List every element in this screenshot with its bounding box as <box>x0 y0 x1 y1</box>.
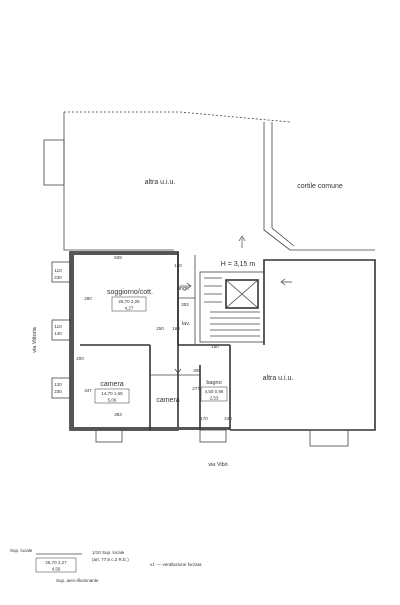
svg-text:140: 140 <box>54 331 62 336</box>
label-height: H = 3,15 m <box>221 261 256 268</box>
label-camera1: camera <box>100 381 123 388</box>
left-annex <box>43 139 65 186</box>
label-ingr: ingr. <box>179 286 190 292</box>
elevator-x2 <box>225 279 259 309</box>
soggiorno-val: 4,27 <box>125 306 134 311</box>
bagno-sup: 4,50 0,96 <box>205 389 224 394</box>
camera1-sup: 14,70 1,65 <box>101 391 123 396</box>
arrows <box>174 235 292 374</box>
label-altra-right: altra u.i.u. <box>263 375 294 382</box>
svg-text:353: 353 <box>181 302 189 307</box>
box-soggiorno <box>111 296 147 312</box>
stair-block <box>199 271 265 343</box>
label-soggiorno: soggiorno/cott. <box>107 289 153 296</box>
right-bump <box>309 429 349 447</box>
stair-steps <box>204 277 260 337</box>
svg-text:160: 160 <box>172 326 180 331</box>
soggiorno-sup: 26,70 2,26 <box>118 299 140 304</box>
legend-vf: v.f. — ventilazione forzata <box>150 562 202 567</box>
box-bagno <box>200 386 228 402</box>
svg-text:280: 280 <box>84 296 92 301</box>
svg-text:230: 230 <box>54 275 62 280</box>
svg-text:383: 383 <box>114 412 122 417</box>
legend-sup-locale: Sup. locale <box>10 548 33 553</box>
label-bagno: bagno <box>206 380 221 386</box>
legend-sup-val: 26,70 2,27 <box>45 560 67 565</box>
svg-text:120: 120 <box>54 382 62 387</box>
svg-text:508: 508 <box>114 255 122 260</box>
label-via-vibo: via Vibò <box>208 462 227 468</box>
camera1-val: 5,06 <box>108 398 117 403</box>
svg-text:200: 200 <box>76 356 84 361</box>
svg-text:110: 110 <box>54 324 62 329</box>
label-altra-top: altra u.i.u. <box>145 179 176 186</box>
label-cortile: cortile comune <box>297 183 343 190</box>
label-via-vittoria: via Vittoria <box>32 326 38 353</box>
legend-ratio2: (art. 77.5 c.2 R.E.) <box>92 557 129 562</box>
legend-sup-aero: Sup. aero-illuminante <box>56 578 99 583</box>
svg-text:150: 150 <box>211 344 219 349</box>
window-bays-left <box>51 261 71 399</box>
elevator-shaft <box>225 279 259 309</box>
dimensions: 508 190 353 150 309 383 200 110 230 110 … <box>54 255 232 421</box>
legend: Sup. locale 26,70 2,27 4,56 Sup. aero-il… <box>10 548 202 583</box>
label-lav: lav. <box>182 321 191 327</box>
wall-left <box>70 252 74 430</box>
svg-text:110: 110 <box>54 268 62 273</box>
svg-text:240: 240 <box>224 416 232 421</box>
legend-box <box>35 557 77 573</box>
box-camera1 <box>94 388 130 404</box>
svg-text:190: 190 <box>174 263 182 268</box>
label-camera2: camera <box>156 397 179 404</box>
svg-text:309: 309 <box>193 368 201 373</box>
svg-text:230: 230 <box>54 389 62 394</box>
svg-text:170: 170 <box>200 416 208 421</box>
legend-ratio1: 1/10 Sup. locale <box>92 550 125 555</box>
svg-text:347: 347 <box>84 388 92 393</box>
legend-sup-sub: 4,56 <box>52 567 61 572</box>
boundary-top <box>64 111 291 123</box>
svg-text:250: 250 <box>156 326 164 331</box>
wall-top <box>70 252 178 255</box>
bagno-val: 2,53 <box>210 396 219 401</box>
window-bays-bottom <box>95 429 227 443</box>
cortile-boundary <box>263 122 375 251</box>
svg-text:277: 277 <box>192 386 200 391</box>
cortile-boundary-inner <box>271 122 295 247</box>
